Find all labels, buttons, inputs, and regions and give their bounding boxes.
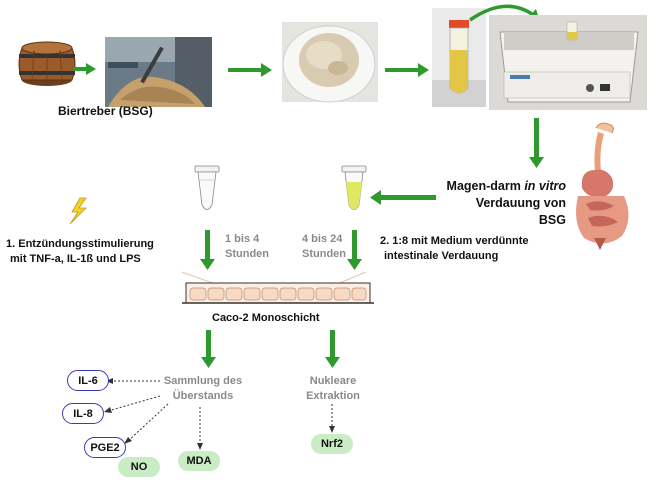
time2-line2: Stunden <box>302 248 346 260</box>
nuclear-line2: Extraktion <box>306 390 360 402</box>
time2-label: 4 bis 24 Stunden <box>302 232 346 262</box>
bsg-label: Biertreber (BSG) <box>58 104 153 118</box>
nuclear-label: Nukleare Extraktion <box>300 374 366 404</box>
digest-tube-photo <box>432 8 486 107</box>
step1-line1: 1. Entzündungsstimulierung <box>6 238 154 250</box>
digestion-line2: Verdauung von BSG <box>475 196 566 227</box>
dotted-arrowheads <box>104 378 335 450</box>
dotted-arrows <box>107 380 333 446</box>
marker-il8: IL-8 <box>62 403 104 424</box>
marker-pge2: PGE2 <box>84 437 126 458</box>
supernatant-line2: Überstands <box>172 390 234 402</box>
step2-line1: 2. 1:8 mit Medium verdünnte <box>380 235 529 247</box>
marker-nrf2: Nrf2 <box>311 434 353 454</box>
time1-line2: Stunden <box>225 248 269 260</box>
digestion-invitro: in vitro <box>524 179 566 193</box>
digestion-line1: Magen-darm <box>446 179 525 193</box>
digestive-tract-illustration <box>576 122 629 250</box>
monolayer-label: Caco-2 Monoschicht <box>212 312 320 324</box>
tube-2-icon <box>341 165 367 210</box>
lightning-icon <box>69 197 87 225</box>
marker-no: NO <box>118 457 160 477</box>
step1-label: 1. Entzündungsstimulierung mit TNF-a, IL… <box>6 237 154 267</box>
digestion-label: Magen-darm in vitro Verdauung von BSG <box>446 178 566 229</box>
time1-label: 1 bis 4 Stunden <box>225 232 269 262</box>
barrel-icon <box>18 41 76 86</box>
cell-row <box>189 287 367 301</box>
caco2-transwell <box>181 271 374 304</box>
marker-il6: IL-6 <box>67 370 109 391</box>
supernatant-label: Sammlung des Überstands <box>163 374 243 404</box>
transfer-arrow <box>469 4 533 22</box>
time1-line1: 1 bis 4 <box>225 233 260 245</box>
step2-label: 2. 1:8 mit Medium verdünnte intestinale … <box>380 234 529 264</box>
sample-plate-photo <box>282 22 378 103</box>
water-bath-photo <box>489 15 647 110</box>
nuclear-line1: Nukleare <box>309 375 357 387</box>
step1-line2: mit TNF-a, IL-1ß und LPS <box>10 253 141 265</box>
tube-1-icon <box>194 165 220 210</box>
flow-arrows <box>73 63 544 368</box>
time2-line1: 4 bis 24 <box>302 233 343 245</box>
marker-mda: MDA <box>178 451 220 471</box>
supernatant-line1: Sammlung des <box>163 375 243 387</box>
brewers-grain-photo <box>105 37 212 107</box>
step2-line2: intestinale Verdauung <box>384 250 499 262</box>
